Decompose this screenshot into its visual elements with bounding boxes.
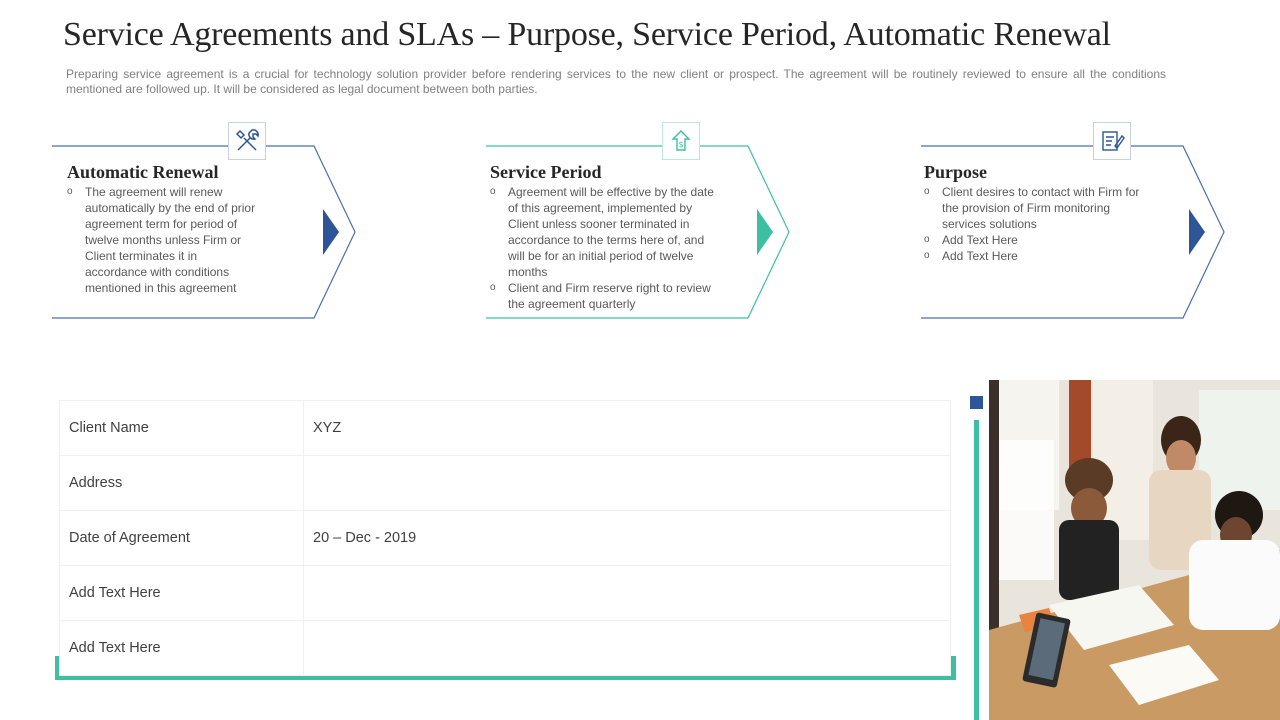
card-heading: Service Period (490, 162, 602, 182)
arrow-marker (757, 209, 773, 255)
card-bullet-list: Agreement will be effective by the date … (490, 184, 722, 312)
list-item: The agreement will renew automatically b… (67, 184, 257, 296)
row-value (303, 620, 951, 676)
card-heading: Automatic Renewal (67, 162, 219, 182)
money-growth-icon: $ (662, 122, 700, 160)
row-label: Add Text Here (59, 620, 304, 676)
svg-text:$: $ (679, 140, 684, 149)
card-purpose: Purpose Client desires to contact with F… (921, 120, 1231, 320)
arrow-marker (1189, 209, 1205, 255)
list-item: Client desires to contact with Firm for … (924, 184, 1149, 232)
table-row: Add Text Here (59, 620, 951, 676)
table-row: Client Name XYZ (59, 400, 951, 456)
document-edit-icon (1093, 122, 1131, 160)
arrow-marker (323, 209, 339, 255)
card-bullet-list: Client desires to contact with Firm for … (924, 184, 1149, 264)
tools-icon (228, 122, 266, 160)
list-item: Add Text Here (924, 248, 1149, 264)
row-label: Date of Agreement (59, 510, 304, 566)
table-bracket-left (55, 656, 59, 680)
table-row: Address (59, 455, 951, 511)
row-value (303, 565, 951, 621)
card-bullet-list: The agreement will renew automatically b… (67, 184, 257, 296)
table-row: Add Text Here (59, 565, 951, 621)
table-row: Date of Agreement 20 – Dec - 2019 (59, 510, 951, 566)
agreement-details-table: Client Name XYZ Address Date of Agreemen… (59, 400, 951, 676)
row-label: Address (59, 455, 304, 511)
row-value: XYZ (303, 400, 951, 456)
chevron-frame (52, 145, 356, 319)
row-label: Add Text Here (59, 565, 304, 621)
row-label: Client Name (59, 400, 304, 456)
accent-square (970, 396, 983, 409)
team-meeting-photo (989, 380, 1280, 720)
list-item: Add Text Here (924, 232, 1149, 248)
table-bracket-right (951, 656, 956, 680)
chevron-frame (486, 145, 790, 319)
row-value (303, 455, 951, 511)
list-item: Client and Firm reserve right to review … (490, 280, 722, 312)
card-automatic-renewal: Automatic Renewal The agreement will ren… (52, 120, 362, 320)
row-value: 20 – Dec - 2019 (303, 510, 951, 566)
card-service-period: $ Service Period Agreement will be effec… (486, 120, 796, 320)
page-description: Preparing service agreement is a crucial… (66, 67, 1166, 96)
table-bracket-bottom (55, 676, 956, 680)
card-heading: Purpose (924, 162, 987, 182)
list-item: Agreement will be effective by the date … (490, 184, 722, 280)
accent-line (974, 420, 979, 720)
page-title: Service Agreements and SLAs – Purpose, S… (63, 16, 1111, 53)
